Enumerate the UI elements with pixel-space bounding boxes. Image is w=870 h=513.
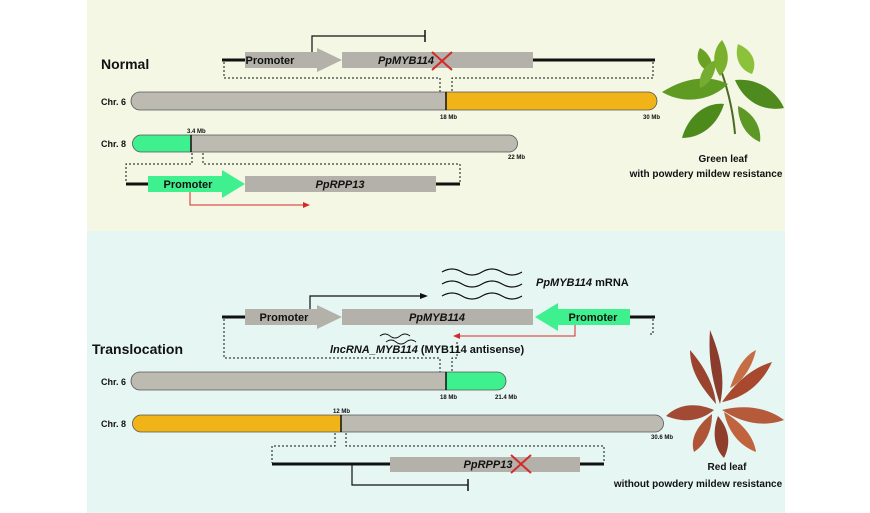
transloc-rpp-connector-right	[345, 433, 605, 463]
mrna-label: PpMYB114 mRNA	[536, 277, 629, 289]
mrna-wave-icon	[441, 268, 523, 300]
antisense-transcription-arrow-icon	[460, 325, 576, 337]
transloc-myb-connector-mid	[451, 342, 458, 372]
transloc-rpp-locus: PpRPP13	[272, 454, 604, 491]
mrna-gene-label: PpMYB114	[536, 277, 592, 289]
normal-myb-inactive-cross-icon	[431, 51, 453, 71]
transloc-chr8-end-label: 30.6 Mb	[651, 435, 673, 441]
normal-rpp-gene-label: PpRPP13	[316, 179, 365, 191]
transloc-myb-connector-left	[223, 319, 441, 372]
transloc-myb-transcription-arrow-icon	[309, 295, 420, 310]
transloc-myb-locus: Promoter PpMYB114 Promoter	[222, 303, 655, 339]
transloc-chr6	[130, 371, 507, 391]
normal-chr6	[130, 91, 658, 111]
transloc-chr8-label: Chr. 8	[101, 419, 126, 429]
normal-chr8-label: Chr. 8	[101, 139, 126, 149]
transloc-rpp-gene-label: PpRPP13	[464, 459, 513, 471]
transloc-chr8	[132, 414, 664, 433]
green-leaf-icon	[662, 40, 784, 142]
normal-chr6-label: Chr. 6	[101, 97, 126, 107]
translocation-title: Translocation	[92, 341, 183, 357]
transloc-rpp-inactive-cross-icon	[510, 454, 532, 474]
normal-myb-locus: Promoter PpMYB114	[222, 30, 655, 72]
transloc-rpp-gene-box	[390, 457, 580, 472]
transloc-rpp-blocked-transcription-icon	[351, 465, 468, 486]
normal-chr6-end-label: 30 Mb	[643, 115, 660, 121]
normal-chr8	[132, 134, 518, 153]
normal-chr6-break-label: 18 Mb	[440, 115, 457, 121]
normal-rpp-promoter-label: Promoter	[164, 179, 214, 191]
red-leaf-label-line2: without powdery mildew resistance	[613, 479, 783, 490]
normal-myb-connector-right	[451, 62, 654, 92]
transloc-chr8-break-label: 12 Mb	[333, 409, 350, 415]
transloc-chr6-label: Chr. 6	[101, 377, 126, 387]
normal-myb-gene-box	[342, 52, 533, 68]
normal-myb-gene-label: PpMYB114	[378, 55, 434, 67]
green-leaf-label-line2: with powdery mildew resistance	[629, 169, 783, 180]
transloc-myb-gene-box	[342, 309, 533, 325]
normal-rpp-locus: Promoter PpRPP13	[126, 170, 460, 208]
transloc-chr6-end-label: 21.4 Mb	[495, 395, 517, 401]
transloc-chr6-break-label: 18 Mb	[440, 395, 457, 401]
transloc-promoter-arrow	[245, 305, 342, 329]
green-leaf-label-line1: Green leaf	[699, 154, 749, 165]
normal-chr8-end-label: 22 Mb	[508, 155, 525, 161]
lncrna-label: lncRNA_MYB114 (MYB114 antisense)	[330, 344, 525, 356]
transloc-promoter-label: Promoter	[260, 312, 310, 324]
normal-chr8-break-label: 3.4 Mb	[187, 129, 206, 135]
transloc-myb-gene-label: PpMYB114	[409, 312, 465, 324]
normal-myb-connector	[223, 62, 441, 92]
lncrna-wave-icon	[379, 333, 417, 345]
normal-promoter-arrow	[245, 48, 342, 72]
panel-normal-bg	[87, 0, 785, 231]
normal-blocked-transcription-icon	[311, 35, 425, 52]
lncrna-note-label: (MYB114 antisense)	[418, 344, 525, 356]
normal-promoter-label: Promoter	[246, 55, 296, 67]
normal-rpp-connector-right	[202, 153, 461, 183]
transloc-myb-connector-right	[650, 319, 654, 335]
normal-rpp-gene-box	[245, 176, 436, 192]
red-leaf-icon	[666, 330, 784, 458]
transloc-rpp-connector-left	[271, 433, 336, 463]
normal-rpp-transcription-arrow-icon	[189, 192, 303, 206]
normal-rpp-connector-left	[125, 153, 193, 183]
red-leaf-label-line1: Red leaf	[708, 462, 748, 473]
transloc-green-promoter-label: Promoter	[569, 312, 619, 324]
lncrna-gene-label: lncRNA_MYB114	[330, 344, 418, 356]
mrna-suffix-label: mRNA	[592, 277, 629, 289]
normal-rpp-promoter-arrow	[148, 170, 245, 198]
normal-title: Normal	[101, 56, 149, 72]
transloc-green-promoter-arrow	[535, 303, 630, 331]
